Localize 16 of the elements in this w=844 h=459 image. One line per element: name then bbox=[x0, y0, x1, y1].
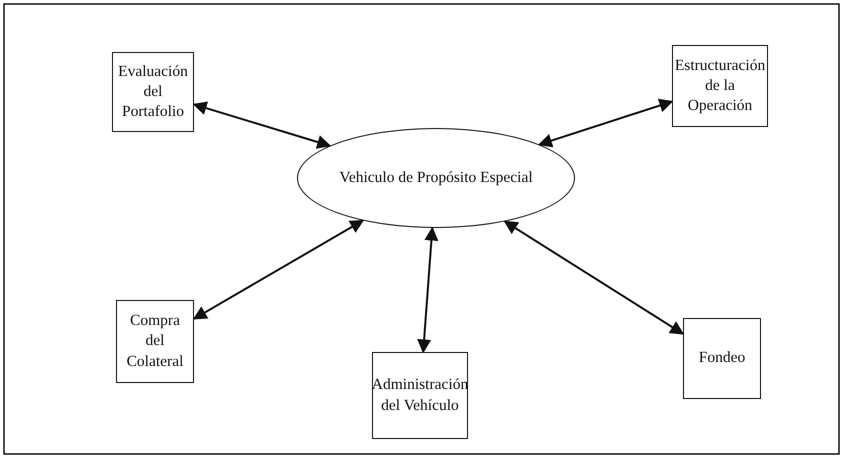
process-box bbox=[683, 318, 761, 399]
node-label: Compra del Colateral bbox=[126, 311, 184, 372]
process-box bbox=[672, 45, 768, 127]
process-box bbox=[112, 52, 194, 132]
double-arrow bbox=[417, 226, 438, 354]
node-label: Fondeo bbox=[698, 348, 746, 368]
node-label: Estructuración de la Operación bbox=[674, 56, 766, 116]
node-label: Evaluación del Portafolio bbox=[117, 62, 189, 122]
double-arrow bbox=[504, 220, 684, 335]
double-arrow bbox=[192, 220, 364, 320]
double-arrow bbox=[192, 101, 332, 149]
process-box bbox=[116, 300, 194, 383]
process-box bbox=[372, 352, 468, 439]
node-label: Vehiculo de Propósito Especial bbox=[339, 168, 533, 188]
node-label: Administración del Vehículo bbox=[372, 375, 468, 416]
double-arrow bbox=[538, 98, 674, 148]
